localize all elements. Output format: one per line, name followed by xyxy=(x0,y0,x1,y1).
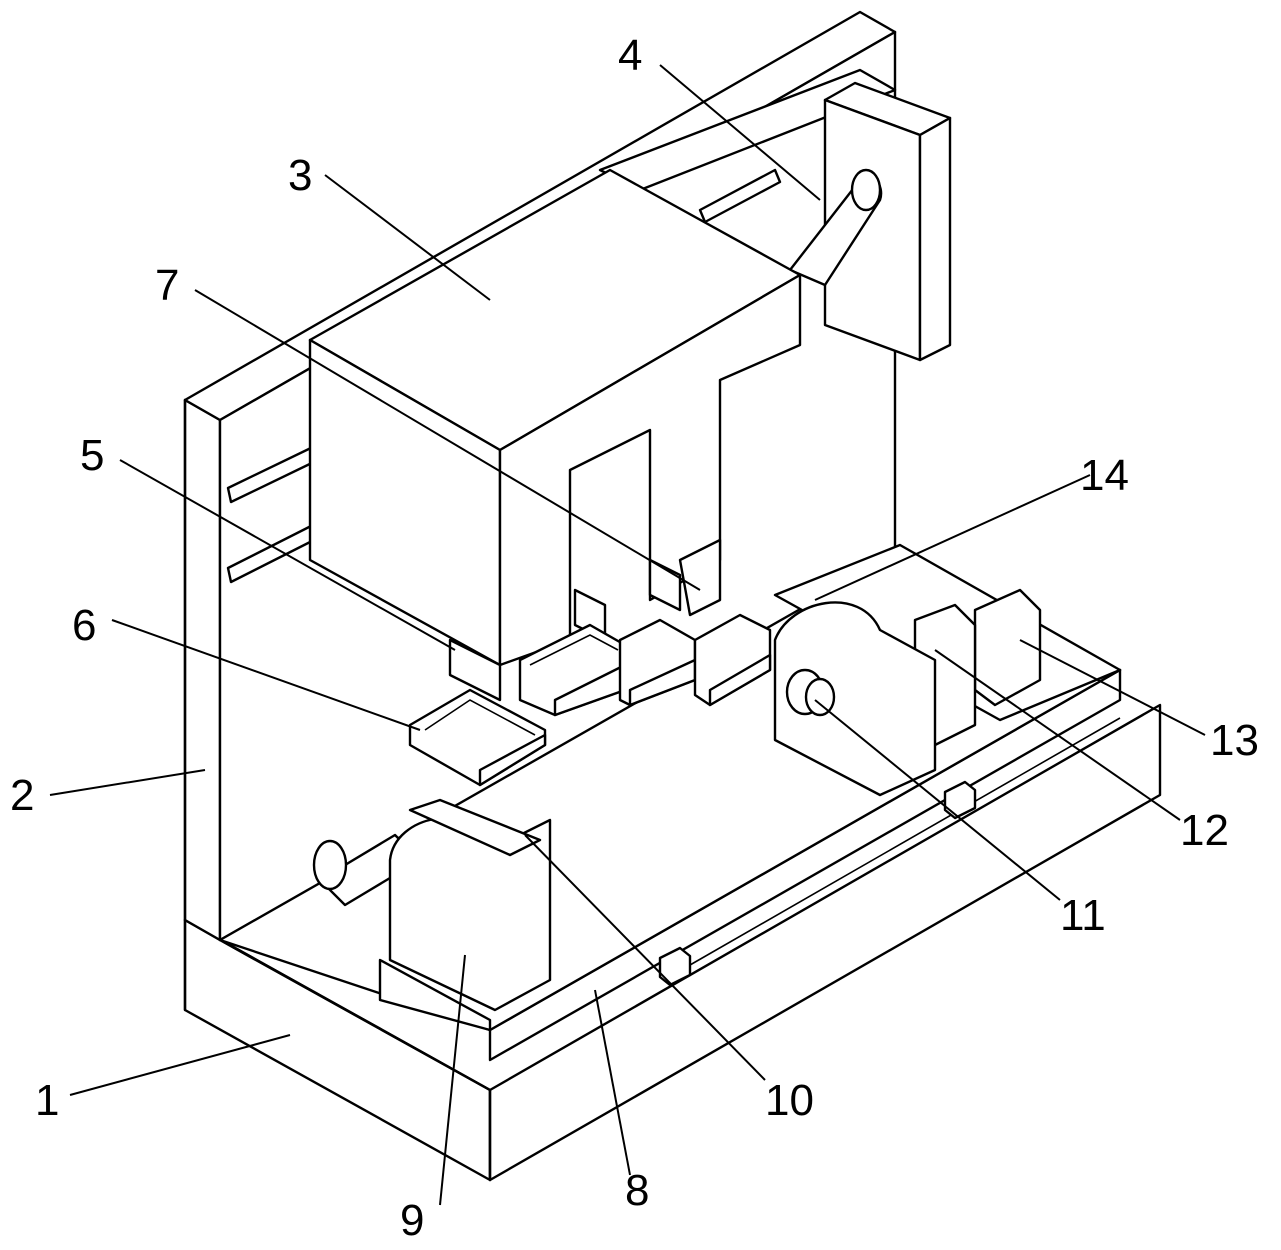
label-13: 13 xyxy=(1210,716,1259,765)
clamp-unit-9 xyxy=(378,798,552,1032)
label-2: 2 xyxy=(10,771,34,820)
label-3: 3 xyxy=(288,151,312,200)
label-14: 14 xyxy=(1080,451,1129,500)
clamp-body-11 xyxy=(773,601,937,797)
stop-block-11 xyxy=(943,780,977,820)
label-11: 11 xyxy=(1060,891,1106,940)
spindle-right xyxy=(678,538,722,617)
label-8: 8 xyxy=(625,1166,649,1215)
main-housing xyxy=(308,168,802,667)
motor-block xyxy=(823,81,952,362)
label-7: 7 xyxy=(155,261,179,310)
clamp-1 xyxy=(408,688,547,787)
clamp-4 xyxy=(693,613,772,707)
leader-lines xyxy=(49,64,1206,1206)
label-4: 4 xyxy=(618,31,642,80)
label-9: 9 xyxy=(400,1196,424,1245)
stop-block-10 xyxy=(658,946,692,987)
label-10: 10 xyxy=(765,1076,814,1125)
label-5: 5 xyxy=(80,431,104,480)
screw-shaft xyxy=(788,168,883,287)
label-12: 12 xyxy=(1180,806,1229,855)
label-6: 6 xyxy=(72,601,96,650)
spindle-left xyxy=(448,638,502,702)
label-1: 1 xyxy=(35,1076,59,1125)
